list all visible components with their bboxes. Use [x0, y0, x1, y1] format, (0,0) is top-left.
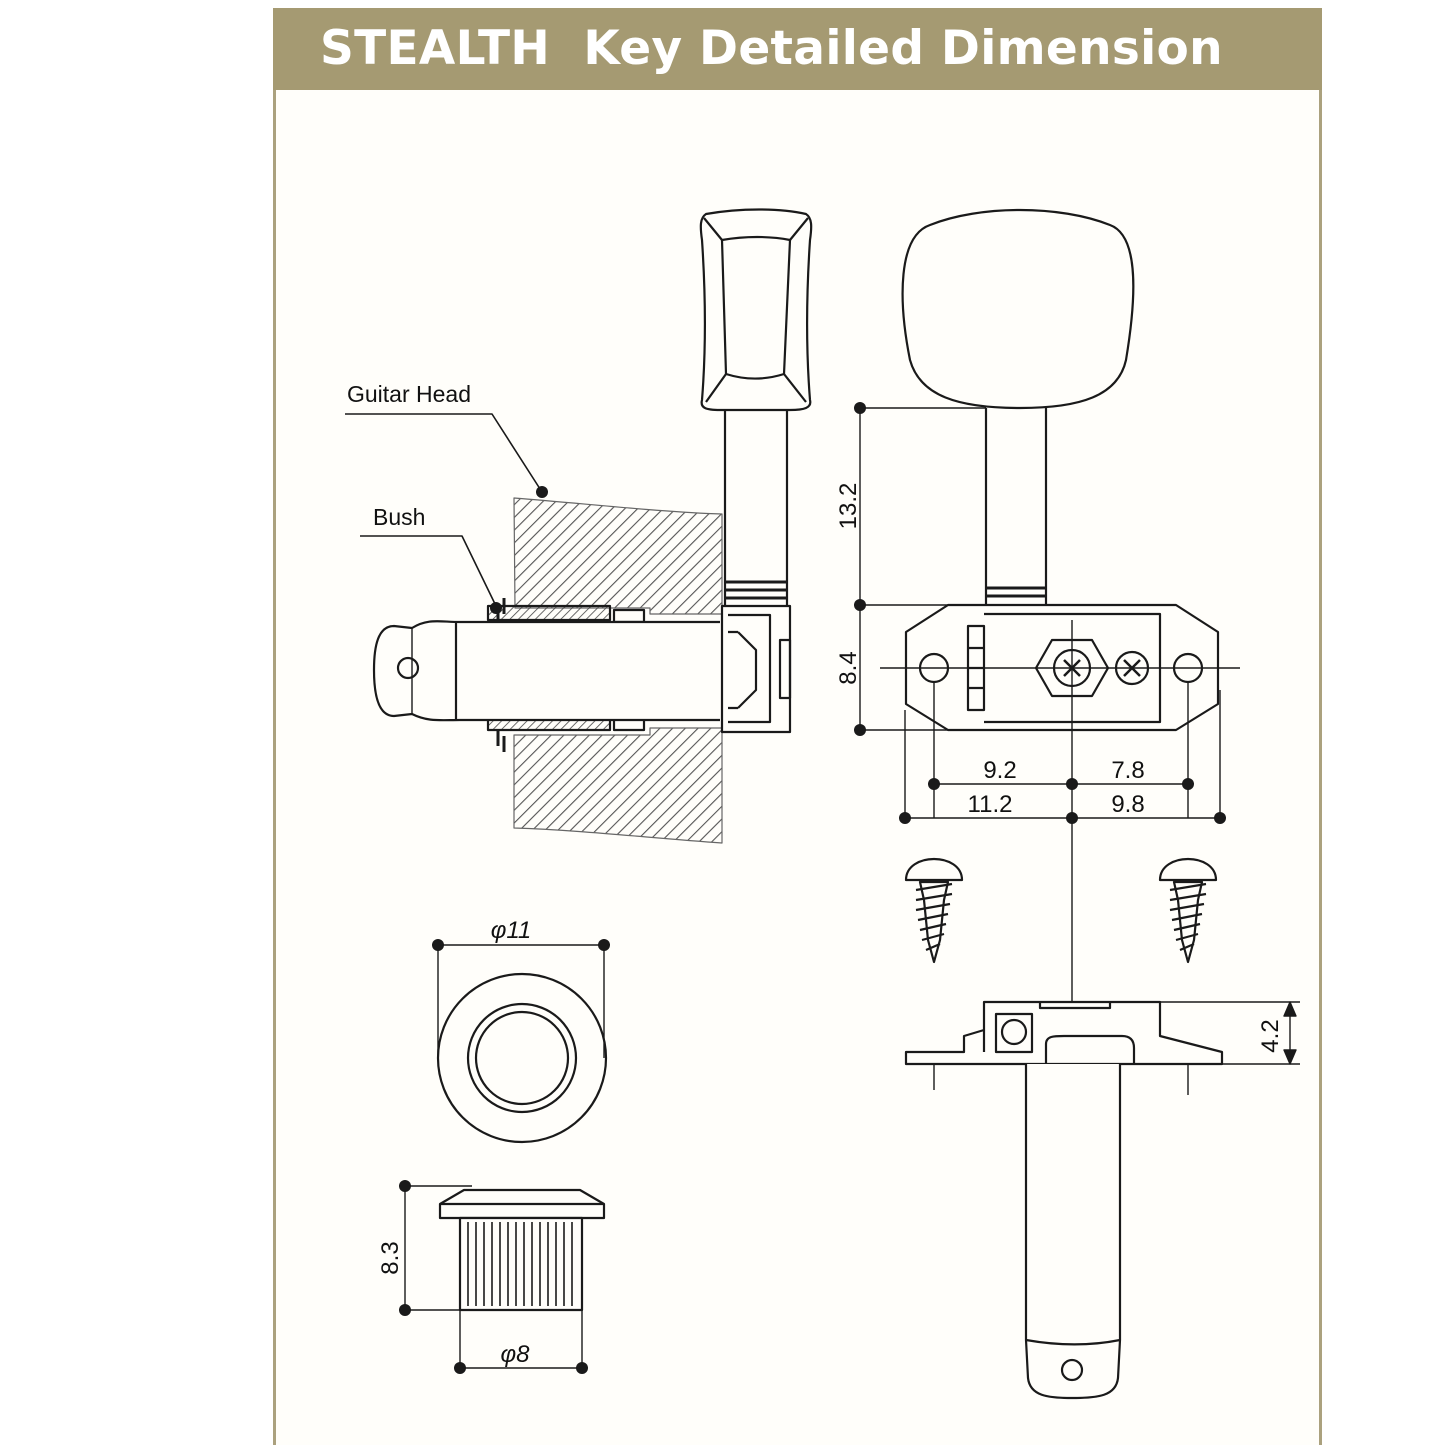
bush-section-top	[486, 604, 612, 622]
guitar-head-section	[513, 497, 723, 615]
dimension-lines	[404, 407, 1300, 1370]
dim-center-to-right-edge: 9.8	[1111, 791, 1144, 818]
guitar-head-label: Guitar Head	[347, 381, 471, 407]
tuning-button-front	[901, 208, 1135, 410]
bush-top-view	[436, 972, 608, 1144]
button-shaft-front	[984, 408, 1048, 612]
post-string-hole	[396, 656, 420, 680]
dim-housing-height: 8.4	[835, 651, 862, 684]
bush-side-view	[438, 1188, 606, 1312]
dim-bush-outer-diameter: φ11	[491, 917, 532, 944]
dim-center-to-right-hole: 7.8	[1111, 757, 1144, 784]
dim-left-to-center-edge: 11.2	[968, 791, 1013, 818]
dimension-dots	[399, 402, 1226, 1374]
bush-leader	[360, 535, 497, 607]
dim-shaft-length: 13.2	[835, 483, 862, 530]
string-post	[372, 620, 720, 722]
dim-plate-height: 4.2	[1257, 1019, 1284, 1052]
post-bottom	[1024, 1064, 1122, 1400]
tuning-button-side	[699, 208, 813, 412]
side-view-assembly	[372, 208, 813, 844]
dim-bush-height: 8.3	[377, 1241, 404, 1274]
dim-left-to-center-hole: 9.2	[983, 757, 1016, 784]
wood-screw-right	[1158, 858, 1218, 964]
bottom-view-assembly	[904, 1000, 1224, 1400]
page-title: STEALTH Key Detailed Dimension	[273, 8, 1322, 90]
post-hole-bottom	[1060, 1358, 1084, 1382]
wood-screw-left	[904, 858, 964, 964]
front-view-assembly	[880, 208, 1240, 1125]
dim-bush-inner-diameter: φ8	[500, 1341, 530, 1368]
bush-label: Bush	[373, 504, 425, 530]
guitar-head-leader	[345, 413, 543, 493]
button-shaft-side	[723, 406, 789, 606]
